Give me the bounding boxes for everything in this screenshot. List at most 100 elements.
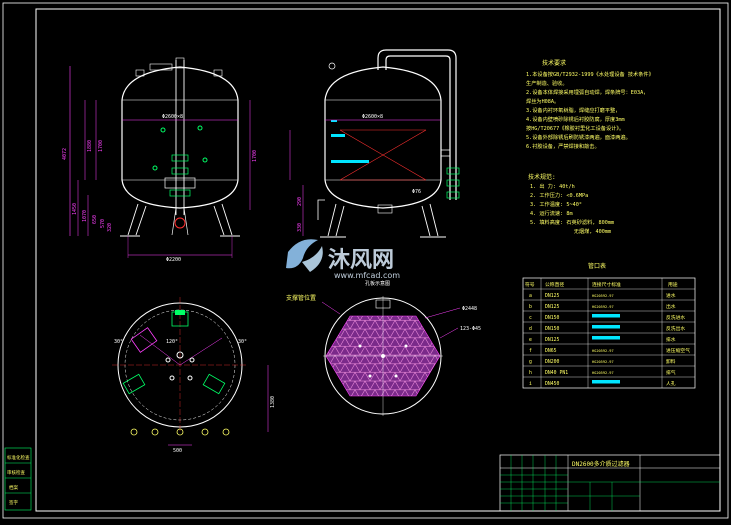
dim-4072: 4072: [62, 148, 68, 160]
tech-param-3: 3. 工作温度: 5~40°: [530, 200, 582, 208]
tech-req-line-8: 5.设备外部除锈后刷防锈漆两遍，面漆两遍。: [526, 133, 631, 141]
side-76: Φ76: [412, 189, 421, 195]
plate-label: 孔板示意图: [365, 280, 390, 287]
plate-holes: 123-Φ45: [460, 326, 481, 332]
front-diameter: Φ2600×8: [162, 114, 183, 120]
inner-frame: [35, 8, 721, 512]
left-tab-2: 审核检查: [7, 469, 25, 476]
plan-view: 120° 30° 30° 1380 500: [112, 297, 276, 454]
side-290: 290: [297, 197, 303, 206]
tech-param-4: 4. 运行流速: 8m: [530, 209, 573, 217]
table-cell-symbol: a: [529, 294, 532, 299]
table-cell-use: 进水: [666, 292, 676, 299]
table-cell-symbol: c: [529, 316, 532, 321]
watermark-brand: 沐风网: [328, 248, 394, 273]
dim-650: 650: [92, 215, 98, 224]
side-view: Φ2600×8 Φ76 290 330: [289, 49, 460, 238]
table-cell-dn: DN40 PN1: [545, 370, 568, 376]
plan-500: 500: [173, 448, 182, 454]
table-cell-use: 反洗进水: [666, 314, 685, 321]
dim-1070: 1070: [82, 210, 88, 222]
nozzle-header-symbol: 符号: [525, 281, 535, 288]
table-cell-dn: DN125: [545, 293, 560, 299]
table-cell-symbol: h: [529, 370, 532, 376]
tech-param-1: 1. 出 力: 40t/h: [530, 182, 575, 190]
watermark-logo-icon: [286, 239, 323, 272]
table-row: i DN450 人孔: [529, 380, 676, 387]
tech-req-title: 技术要求: [542, 59, 566, 67]
table-cell-use: 排气: [666, 369, 676, 376]
nozzle-table-grid: [523, 278, 695, 388]
nozzle-header-dn: 公称直径: [545, 281, 564, 288]
table-row: f DN65 HG20592-97 进压缩空气: [529, 347, 690, 354]
dim-570: 570: [100, 219, 106, 228]
tech-req-line-4: 焊丝为H08A。: [526, 97, 559, 105]
tech-requirements: 技术要求 1.本设备按GB/T2932-1999《水处理设备 技术条件》 生产制…: [526, 59, 654, 150]
table-cell-standard: HG20592-97: [592, 360, 614, 364]
table-cell-standard: HG20592-97: [592, 294, 614, 298]
tech-param-2: 2. 工作压力: <0.6MPa: [530, 191, 588, 199]
table-cell-symbol: i: [529, 381, 532, 387]
table-row: a DN125 HG20592-97 进水: [529, 292, 676, 299]
table-cell-dn: DN450: [545, 381, 560, 387]
table-cell-standard-bar: [592, 380, 620, 384]
support-position-label: 支撑管位置: [286, 294, 316, 302]
table-cell-standard: HG20592-97: [592, 305, 614, 309]
left-tab-4: 签字: [9, 499, 18, 506]
table-cell-use: 人孔: [666, 380, 676, 387]
dim-1700b: 1700: [252, 150, 258, 162]
watermark-url: www.mfcad.com: [334, 271, 400, 280]
table-cell-symbol: f: [529, 348, 532, 354]
plan-30a: 30°: [114, 339, 123, 345]
side-diameter: Φ2600×8: [362, 114, 383, 120]
tech-param-6: 无烟煤, 400mm: [530, 227, 611, 235]
table-cell-use: 卸料: [666, 358, 676, 365]
title-block-drawing-name: DN2600多介质过滤器: [572, 460, 630, 468]
dim-320: 320: [107, 223, 113, 232]
dim-1700: 1700: [98, 140, 104, 152]
dim-1880: 1880: [87, 140, 93, 152]
left-tab-3: 档案: [9, 484, 18, 491]
table-cell-standard-bar: [592, 325, 620, 329]
plate-view: 支撑管位置 孔板示意图 Φ2448 123-Φ45: [286, 280, 481, 416]
title-block: DN2600多介质过滤器: [499, 454, 721, 512]
table-cell-standard-bar: [592, 314, 620, 318]
table-cell-symbol: g: [529, 360, 532, 365]
table-cell-use: 排水: [666, 336, 676, 343]
tech-req-line-9: 6.衬胶设备，严禁焊接和敲击。: [526, 142, 600, 150]
tech-req-line-2: 生产制造、验收。: [526, 79, 568, 87]
table-cell-dn: DN65: [545, 348, 557, 354]
tech-req-line-6: 4.设备内壁喷砂除锈后衬胶防腐，厚度3mm: [526, 115, 625, 123]
table-cell-use: 反洗出水: [666, 325, 685, 332]
outer-frame: [2, 2, 729, 519]
table-cell-dn: DN150: [545, 315, 560, 321]
tech-params: 技术规范: 1. 出 力: 40t/h 2. 工作压力: <0.6MPa 3. …: [528, 173, 614, 235]
plan-1380: 1380: [270, 396, 276, 408]
table-cell-use: 进压缩空气: [666, 347, 690, 354]
plan-30b: 30°: [238, 339, 247, 345]
tech-param-5: 5. 填料高度: 石英砂滤料, 800mm: [530, 218, 614, 226]
table-cell-standard: HG20592-97: [592, 349, 614, 353]
front-view: Φ2600×8 4072 1880 1700 1450 1070 650 570…: [62, 57, 258, 263]
tech-params-title: 技术规范:: [528, 173, 556, 181]
left-tabs: 标准化检查 审核检查 档案 签字: [4, 447, 32, 511]
plan-120: 120°: [166, 339, 178, 345]
nozzle-table-title: 管口表: [588, 262, 606, 270]
table-cell-symbol: b: [529, 304, 532, 310]
tech-req-line-1: 1.本设备按GB/T2932-1999《水处理设备 技术条件》: [526, 70, 654, 78]
table-cell-standard-bar: [592, 336, 620, 340]
table-cell-use: 出水: [666, 303, 676, 310]
nozzle-header-use: 用途: [668, 281, 678, 288]
table-cell-dn: DN125: [545, 337, 560, 343]
table-cell-dn: DN150: [545, 326, 560, 332]
watermark: 沐风网 www.mfcad.com: [286, 239, 400, 280]
front-base-dim: Φ2200: [166, 257, 181, 263]
